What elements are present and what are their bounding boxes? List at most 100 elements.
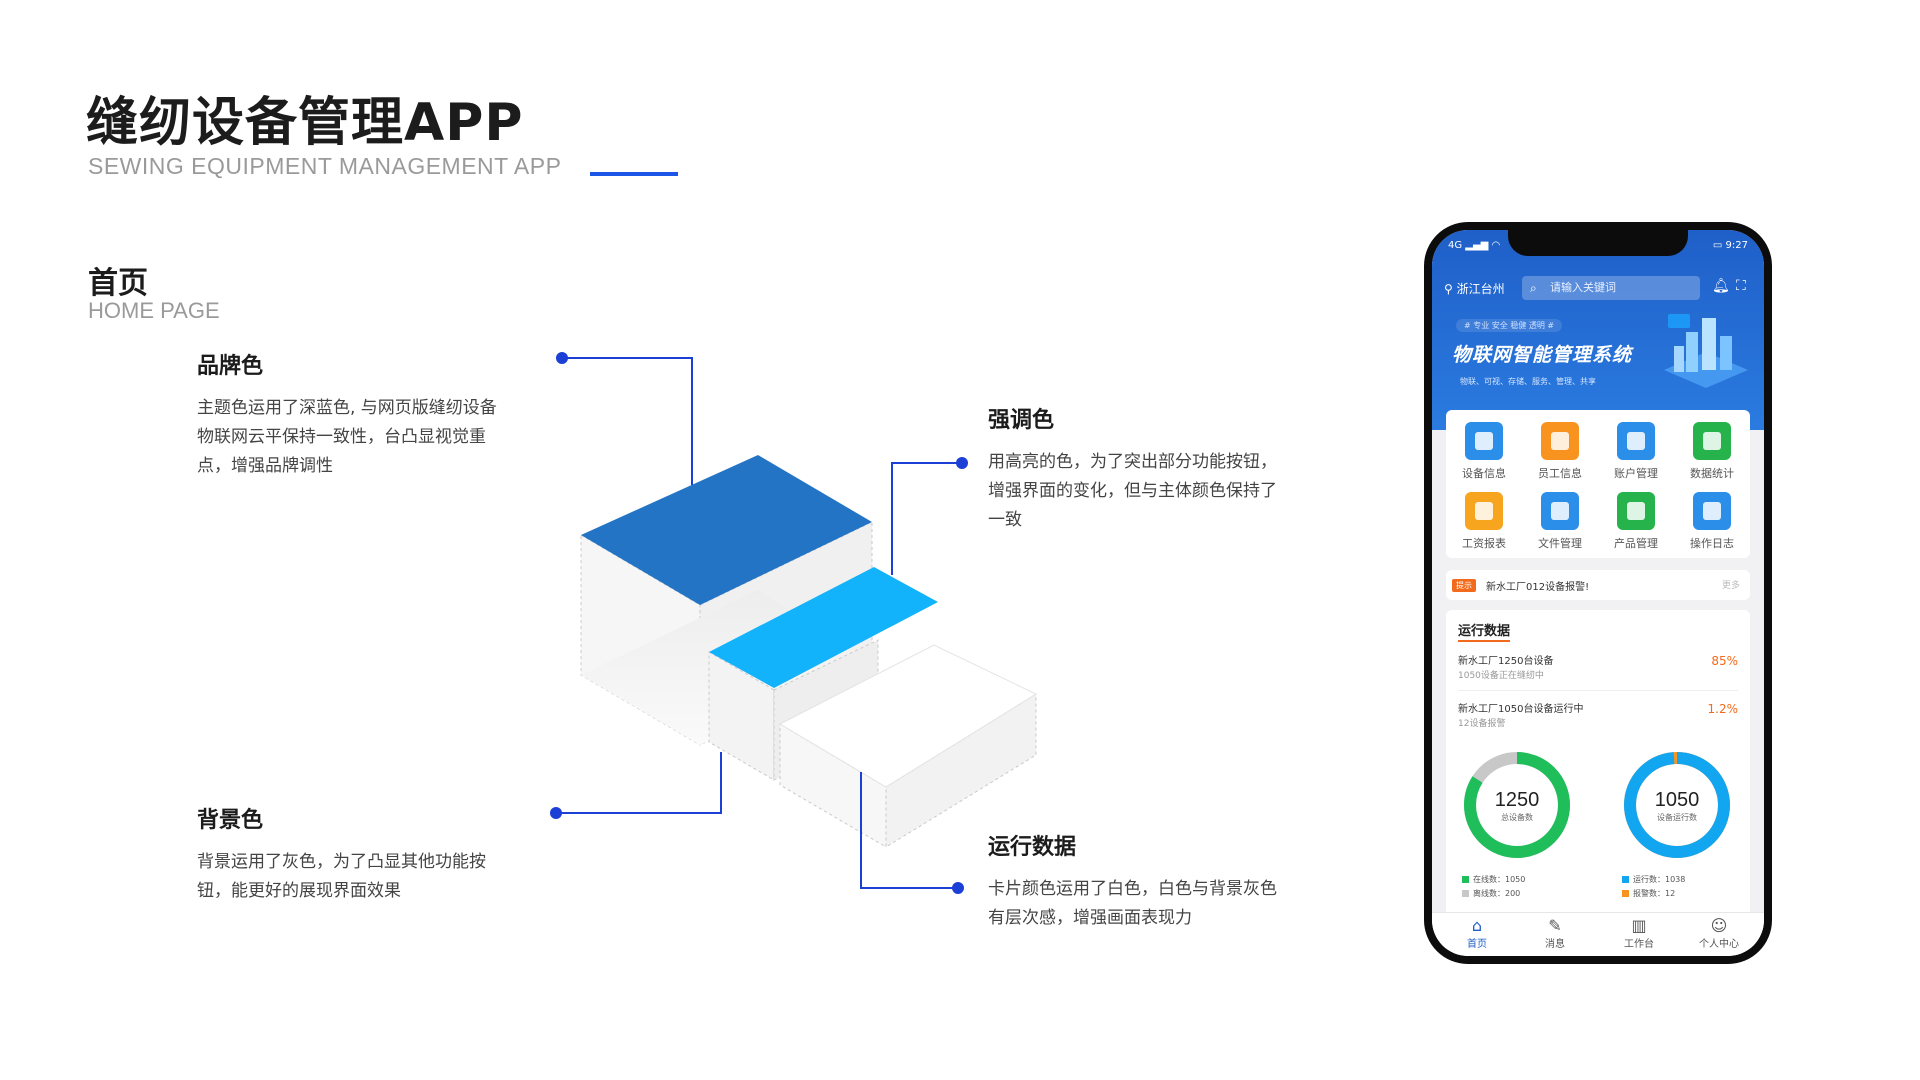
box-accent-side-left [708,651,775,781]
box-accent-top [709,567,938,688]
grid-item-device-info[interactable]: 设备信息 [1448,422,1520,481]
running-data-card: 运行数据 新水工厂1250台设备 1050设备正在缝纫中 85% 新水工厂105… [1446,610,1750,920]
divider [1458,690,1738,691]
legend-label: 在线数：1050 [1473,875,1526,884]
running-row-sub: 1050设备正在缝纫中 [1458,671,1544,681]
grid-item-label: 操作日志 [1690,537,1734,550]
legend-item: 在线数：1050 [1462,874,1525,885]
stats-icon [1693,422,1731,460]
section-subtitle: HOME PAGE [88,298,220,323]
legend-label: 报警数：12 [1633,889,1676,898]
running-row-value: 85% [1711,654,1738,668]
log-icon [1693,492,1731,530]
scan-icon[interactable]: ⛶ [1736,278,1746,294]
annotation-running-title: 运行数据 [988,835,1077,860]
bottom-tab-bar: ⌂ 首页 ✎ 消息 ▥ 工作台 ☺ 个人中心 [1432,912,1764,956]
grid-item-label: 数据统计 [1690,467,1734,480]
grid-item-label: 文件管理 [1538,537,1582,550]
file-icon [1541,492,1579,530]
grid-item-salary[interactable]: 工资报表 [1448,492,1520,551]
banner-subtitle: 物联、可视、存储、服务、管理、共享 [1460,377,1596,386]
donut-total-value: 1250 [1495,789,1540,811]
signal-label: 4G [1448,240,1463,251]
tab-workbench[interactable]: ▥ 工作台 [1604,916,1674,951]
connector-dot-background [550,807,562,819]
tab-label: 个人中心 [1699,939,1739,950]
running-row-sub: 12设备报警 [1458,719,1506,729]
donut-running-arc [1624,752,1730,858]
legend-swatch [1622,876,1629,883]
box-card-side-left [779,723,887,848]
workbench-icon: ▥ [1631,916,1647,935]
page-subtitle: SEWING EQUIPMENT MANAGEMENT APP [88,153,562,179]
connector-dot-accent [956,457,968,469]
time-label: 9:27 [1725,240,1748,251]
grid-item-log[interactable]: 操作日志 [1676,492,1748,551]
location-selector[interactable]: ⚲ 浙江台州 [1444,280,1505,297]
annotation-background-line: 背景运用了灰色，为了凸显其他功能按 [197,852,486,872]
connector-background [556,752,722,814]
donut-running-value: 1050 [1655,789,1700,811]
alert-notice-bar[interactable]: 提示 新水工厂012设备报警! 更多 [1446,570,1750,600]
grid-item-staff-info[interactable]: 员工信息 [1524,422,1596,481]
grid-item-product[interactable]: 产品管理 [1600,492,1672,551]
notice-text: 新水工厂012设备报警! [1486,582,1590,593]
grid-item-label: 员工信息 [1538,467,1582,480]
search-input[interactable]: ⌕ 请输入关键词 [1522,276,1700,300]
annotation-background-line: 钮，能更好的展现界面效果 [197,881,401,901]
legend-item: 运行数：1038 [1622,874,1685,885]
annotation-running: 运行数据 卡片颜色运用了白色，白色与背景灰色 有层次感，增强画面表现力 [988,829,1277,933]
salary-icon [1465,492,1503,530]
annotation-running-line: 卡片颜色运用了白色，白色与背景灰色 [988,879,1277,899]
annotation-accent-line: 用高亮的色，为了突出部分功能按钮， [988,452,1277,472]
notice-more-link[interactable]: 更多 [1721,581,1740,591]
banner-tags: # 专业 安全 稳健 透明 # [1456,319,1563,332]
legend-swatch [1462,890,1469,897]
grid-item-label: 账户管理 [1614,467,1658,480]
account-icon [1617,422,1655,460]
staff-icon [1541,422,1579,460]
box-card-top [778,644,1038,788]
annotation-brand: 品牌色 主题色运用了深蓝色, 与网页版缝纫设备 物联网云平保持一致性，台凸显视觉… [197,348,497,481]
annotation-accent: 强调色 用高亮的色，为了突出部分功能按钮， 增强界面的变化，但与主体颜色保持了 … [988,402,1277,535]
grid-item-file[interactable]: 文件管理 [1524,492,1596,551]
grid-item-account[interactable]: 账户管理 [1600,422,1672,481]
box-card-side-right [885,693,1037,848]
title-accent-bar [590,172,678,176]
annotation-brand-line: 物联网云平保持一致性，台凸显视觉重 [197,427,486,447]
running-row-value: 1.2% [1707,702,1739,716]
banner-city-illustration [1664,314,1748,388]
tab-message[interactable]: ✎ 消息 [1520,917,1590,951]
phone-mockup: 4G ▂▄▆ ◠ ▭ 9:27 ⚲ 浙江台州 ⌕ 请输入关键词 🔔︎ ⛶ # 专… [1424,222,1772,964]
box-brand-top [581,455,872,605]
annotation-running-line: 有层次感，增强画面表现力 [988,908,1192,928]
legend-label: 运行数：1038 [1633,875,1686,884]
function-grid-card: 设备信息 员工信息 账户管理 数据统计 工资报表 文件管理 [1446,410,1750,558]
bell-icon[interactable]: 🔔︎ [1712,278,1730,294]
legend-swatch [1622,890,1629,897]
running-data-title: 运行数据 [1458,620,1511,642]
search-placeholder: 请输入关键词 [1550,281,1616,294]
annotation-brand-line: 点，增强品牌调性 [197,456,333,476]
annotation-brand-line: 主题色运用了深蓝色, 与网页版缝纫设备 [197,398,497,418]
connector-dot-brand [556,352,568,364]
legend-item: 离线数：200 [1462,888,1520,899]
tab-home[interactable]: ⌂ 首页 [1442,917,1512,951]
grid-item-label: 工资报表 [1462,537,1506,550]
machine-icon [1465,422,1503,460]
phone-screen: 4G ▂▄▆ ◠ ▭ 9:27 ⚲ 浙江台州 ⌕ 请输入关键词 🔔︎ ⛶ # 专… [1432,230,1764,956]
user-icon: ☺ [1710,916,1728,935]
legend-item: 报警数：12 [1622,888,1675,899]
notice-tag: 提示 [1452,579,1476,592]
donut-running-devices: 1050 设备运行数 [1624,752,1730,858]
signal-icon: 4G ▂▄▆ ◠ [1448,240,1501,251]
grid-item-label: 设备信息 [1462,467,1506,480]
tab-label: 首页 [1467,939,1487,950]
annotation-brand-title: 品牌色 [197,354,264,379]
section-title: 首页 [88,266,148,301]
connector-accent [891,462,962,575]
tab-profile[interactable]: ☺ 个人中心 [1684,916,1754,951]
location-label: 浙江台州 [1456,282,1505,296]
grid-item-stats[interactable]: 数据统计 [1676,422,1748,481]
